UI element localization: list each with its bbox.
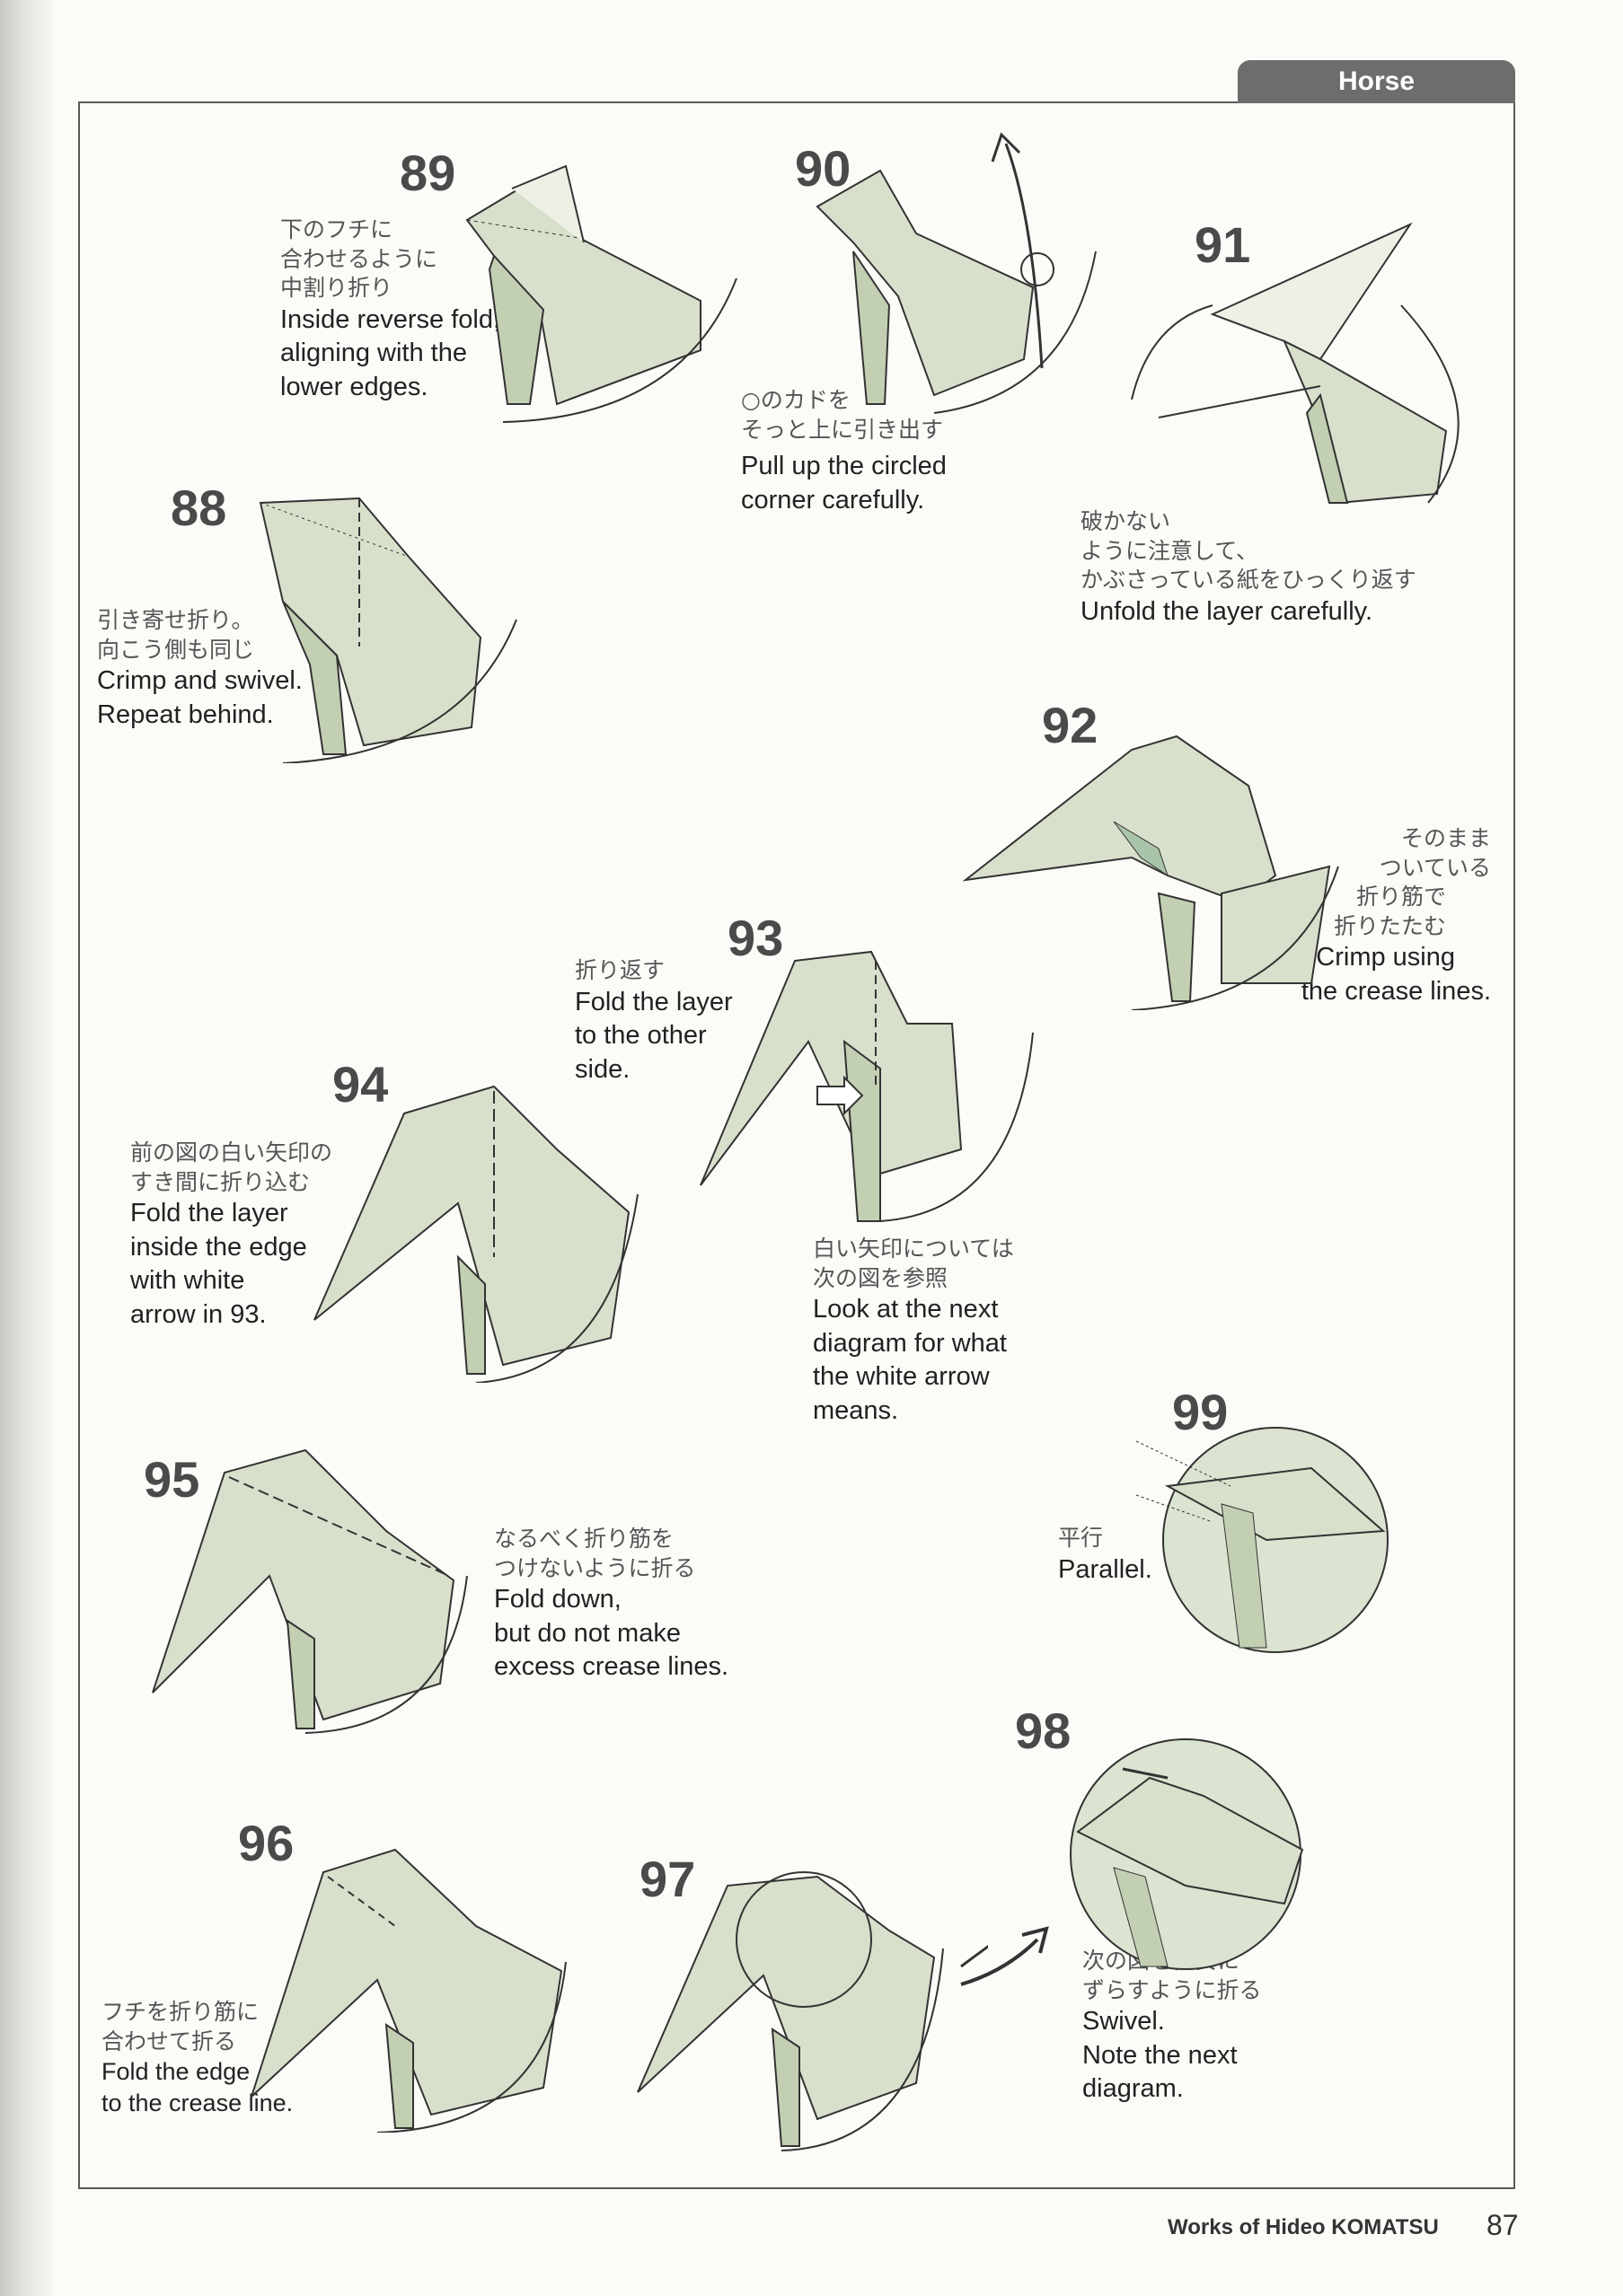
step-number-95: 95 — [144, 1451, 200, 1508]
diagram-88 — [259, 497, 517, 763]
step-number-96: 96 — [238, 1815, 295, 1871]
diagram-98 — [1070, 1738, 1304, 1970]
caption-91: 破かないように注意して、かぶさっている紙をひっくり返す Unfold the l… — [1081, 508, 1416, 626]
step-number-92: 92 — [1042, 697, 1098, 753]
diagram-90 — [816, 132, 1097, 414]
diagram-94 — [313, 1085, 639, 1383]
step-number-91: 91 — [1195, 216, 1251, 273]
step-number-94: 94 — [332, 1056, 389, 1113]
step-number-97: 97 — [639, 1851, 696, 1907]
diagram-92 — [962, 735, 1339, 1010]
book-spine-shadow — [0, 0, 54, 2296]
diagram-96 — [249, 1848, 567, 2133]
caption-88: 引き寄せ折り。向こう側も同じ Crimp and swivel.Repeat b… — [97, 607, 303, 729]
caption-99: 平行 Parallel. — [1058, 1525, 1152, 1584]
step-number-93: 93 — [728, 910, 784, 966]
diagram-93 — [700, 950, 1034, 1222]
step-number-89: 89 — [400, 145, 456, 201]
diagram-89 — [465, 164, 737, 423]
diagram-99 — [1135, 1427, 1389, 1653]
caption-95: なるべく折り筋をつけないように折る Fold down,but do not m… — [494, 1526, 729, 1682]
step-number-99: 99 — [1172, 1384, 1229, 1440]
diagram-97 — [637, 1871, 988, 2151]
footer-credit: Works of Hideo KOMATSU — [1168, 2215, 1439, 2239]
step-number-88: 88 — [171, 479, 227, 536]
section-tab: Horse — [1238, 60, 1515, 103]
step-number-98: 98 — [1015, 1702, 1072, 1759]
step-number-90: 90 — [795, 140, 851, 197]
caption-98: 次の図を目安にずらすように折る Swivel.Note the nextdiag… — [1082, 1948, 1262, 2104]
diagram-95 — [152, 1448, 468, 1734]
page-number: 87 — [1486, 2209, 1519, 2241]
page-frame — [78, 101, 1515, 2189]
caption-89: 下のフチに合わせるように中割り折り Inside reverse fold,al… — [280, 216, 501, 401]
next-diagram-arrow-icon — [960, 1926, 1049, 1986]
diagram-91 — [1131, 222, 1460, 505]
